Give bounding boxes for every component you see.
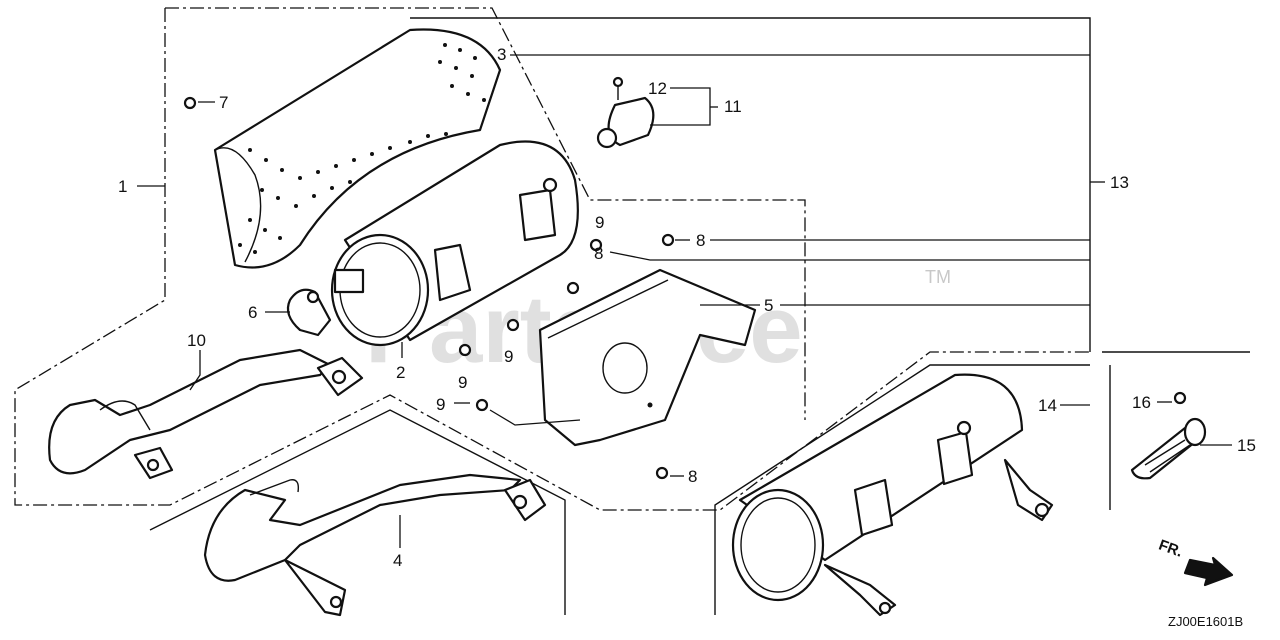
callout-8b: 8 bbox=[594, 244, 603, 263]
callout-8a: 8 bbox=[696, 231, 705, 250]
callout-10: 10 bbox=[187, 331, 206, 350]
callout-9a: 9 bbox=[595, 213, 604, 232]
direction-label: FR. bbox=[1156, 536, 1185, 560]
assembly-frame-1 bbox=[14, 7, 1090, 511]
callout-2: 2 bbox=[396, 363, 405, 382]
spark-arrester-screen-part bbox=[1130, 417, 1207, 480]
callout-9d: 9 bbox=[436, 395, 445, 414]
bracket-part bbox=[538, 268, 757, 447]
muffler-upper-part bbox=[330, 140, 579, 347]
callout-5: 5 bbox=[764, 296, 773, 315]
assembly-frame-13 bbox=[149, 17, 1250, 615]
callout-6: 6 bbox=[248, 303, 257, 322]
exhaust-pipe-lower-part bbox=[203, 473, 547, 617]
callout-14: 14 bbox=[1038, 396, 1057, 415]
bolts bbox=[183, 96, 1187, 480]
direction-arrow: FR. bbox=[1156, 536, 1234, 587]
callout-16: 16 bbox=[1132, 393, 1151, 412]
callout-12: 12 bbox=[648, 79, 667, 98]
leader-lines bbox=[137, 54, 1232, 548]
spark-arrester-part bbox=[596, 76, 655, 149]
clamp-part bbox=[286, 288, 332, 337]
callout-8c: 8 bbox=[688, 467, 697, 486]
callout-4: 4 bbox=[393, 551, 402, 570]
diagram-code: ZJ00E1601B bbox=[1168, 614, 1243, 629]
callout-15: 15 bbox=[1237, 436, 1256, 455]
callout-3: 3 bbox=[497, 45, 506, 64]
callout-1: 1 bbox=[118, 177, 127, 196]
callout-9c: 9 bbox=[458, 373, 467, 392]
heat-shield-part bbox=[213, 28, 502, 269]
watermark-trademark: TM bbox=[925, 267, 951, 287]
exhaust-pipe-upper-part bbox=[48, 348, 364, 480]
callout-11: 11 bbox=[724, 97, 742, 116]
callout-13: 13 bbox=[1110, 173, 1129, 192]
callout-9b: 9 bbox=[504, 347, 513, 366]
callout-7: 7 bbox=[219, 93, 228, 112]
muffler-lower-part bbox=[731, 373, 1054, 617]
